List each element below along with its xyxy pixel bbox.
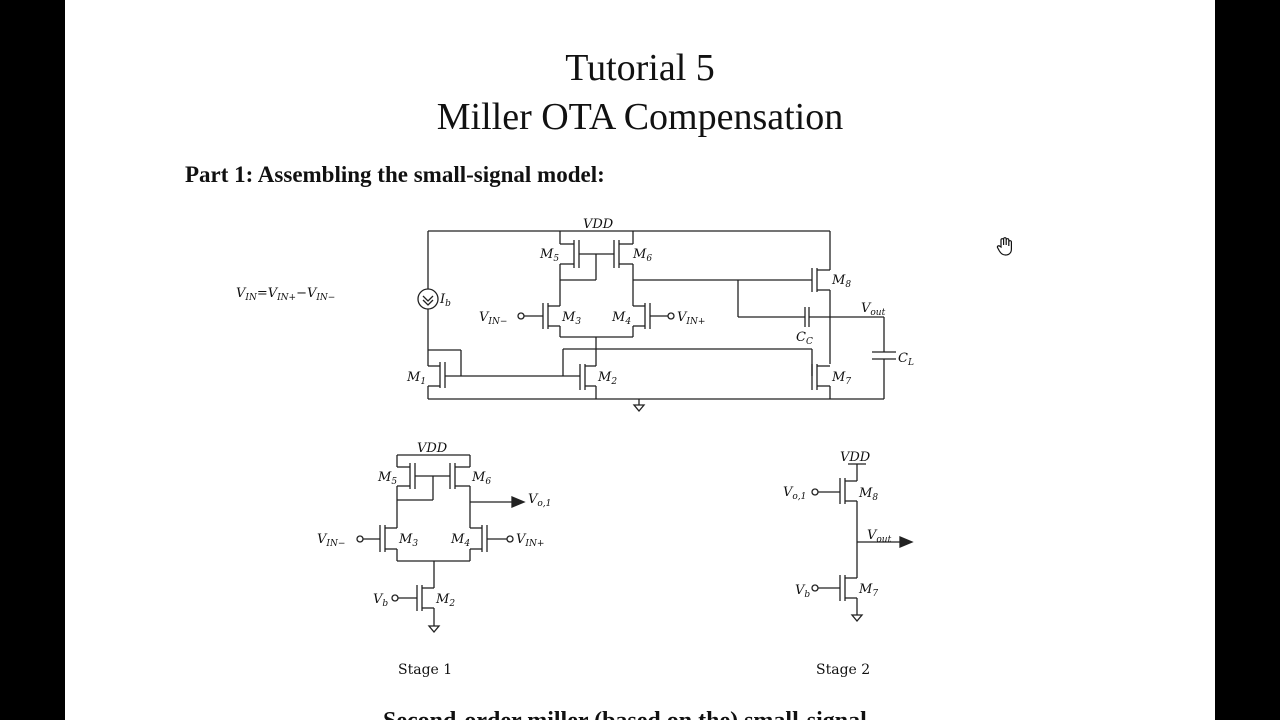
differential-input-equation: VIN=VIN+−VIN−: [236, 286, 335, 303]
label-m7-stage2: M7: [858, 582, 878, 599]
title-line-2: Miller OTA Compensation: [436, 96, 844, 138]
caption-stage2: Stage 2: [816, 662, 870, 678]
label-m4-stage1: M4: [450, 532, 470, 549]
main-ota-schematic: VDD Ib M1: [406, 217, 914, 413]
label-vin-plus-stage1: VIN+: [516, 532, 544, 549]
label-m1: M1: [406, 370, 426, 387]
label-vo1-stage2: Vo,1: [783, 485, 806, 502]
label-vb-stage1: Vb: [373, 592, 388, 609]
label-ib: Ib: [439, 292, 451, 309]
label-vdd-stage1: VDD: [417, 441, 448, 456]
cut-off-next-line: Second-order miller (based on the) small…: [383, 708, 867, 720]
caption-stage1: Stage 1: [398, 662, 452, 678]
label-m7-main: M7: [831, 370, 851, 387]
label-m5-stage1: M5: [377, 470, 397, 487]
label-m3-main: M3: [561, 310, 581, 327]
label-m2-stage1: M2: [435, 592, 455, 609]
label-m8-stage2: M8: [858, 486, 878, 503]
document-page: Tutorial 5 Miller OTA Compensation Part …: [65, 0, 1215, 720]
label-vdd-main: VDD: [583, 217, 614, 232]
label-vout-stage2: Vout: [867, 528, 892, 545]
title-line-1: Tutorial 5: [565, 47, 715, 89]
stage2-schematic: VDD Vo,1 M8 Vout Vb M7: [783, 450, 914, 623]
label-m3-stage1: M3: [398, 532, 418, 549]
label-cl: CL: [898, 351, 914, 368]
circuit-diagrams: VIN=VIN+−VIN− VDD Ib M: [236, 217, 914, 678]
label-m4-main: M4: [611, 310, 631, 327]
label-vin-minus-main: VIN−: [479, 310, 507, 327]
hand-cursor-icon: [996, 237, 1012, 256]
label-vin-plus-main: VIN+: [677, 310, 705, 327]
label-vin-minus-stage1: VIN−: [317, 532, 345, 549]
label-vb-stage2: Vb: [795, 583, 810, 600]
stage1-schematic: VDD M5 M6 Vo,1: [317, 441, 551, 634]
label-m6-main: M6: [632, 247, 652, 264]
label-vo1-stage1: Vo,1: [528, 492, 551, 509]
label-m5-main: M5: [539, 247, 559, 264]
label-m8-main: M8: [831, 273, 851, 290]
label-vout-main: Vout: [861, 301, 886, 318]
label-m2-main: M2: [597, 370, 617, 387]
label-vdd-stage2: VDD: [840, 450, 871, 465]
label-cc: CC: [796, 330, 813, 347]
label-m6-stage1: M6: [471, 470, 491, 487]
section-heading: Part 1: Assembling the small-signal mode…: [185, 162, 605, 187]
